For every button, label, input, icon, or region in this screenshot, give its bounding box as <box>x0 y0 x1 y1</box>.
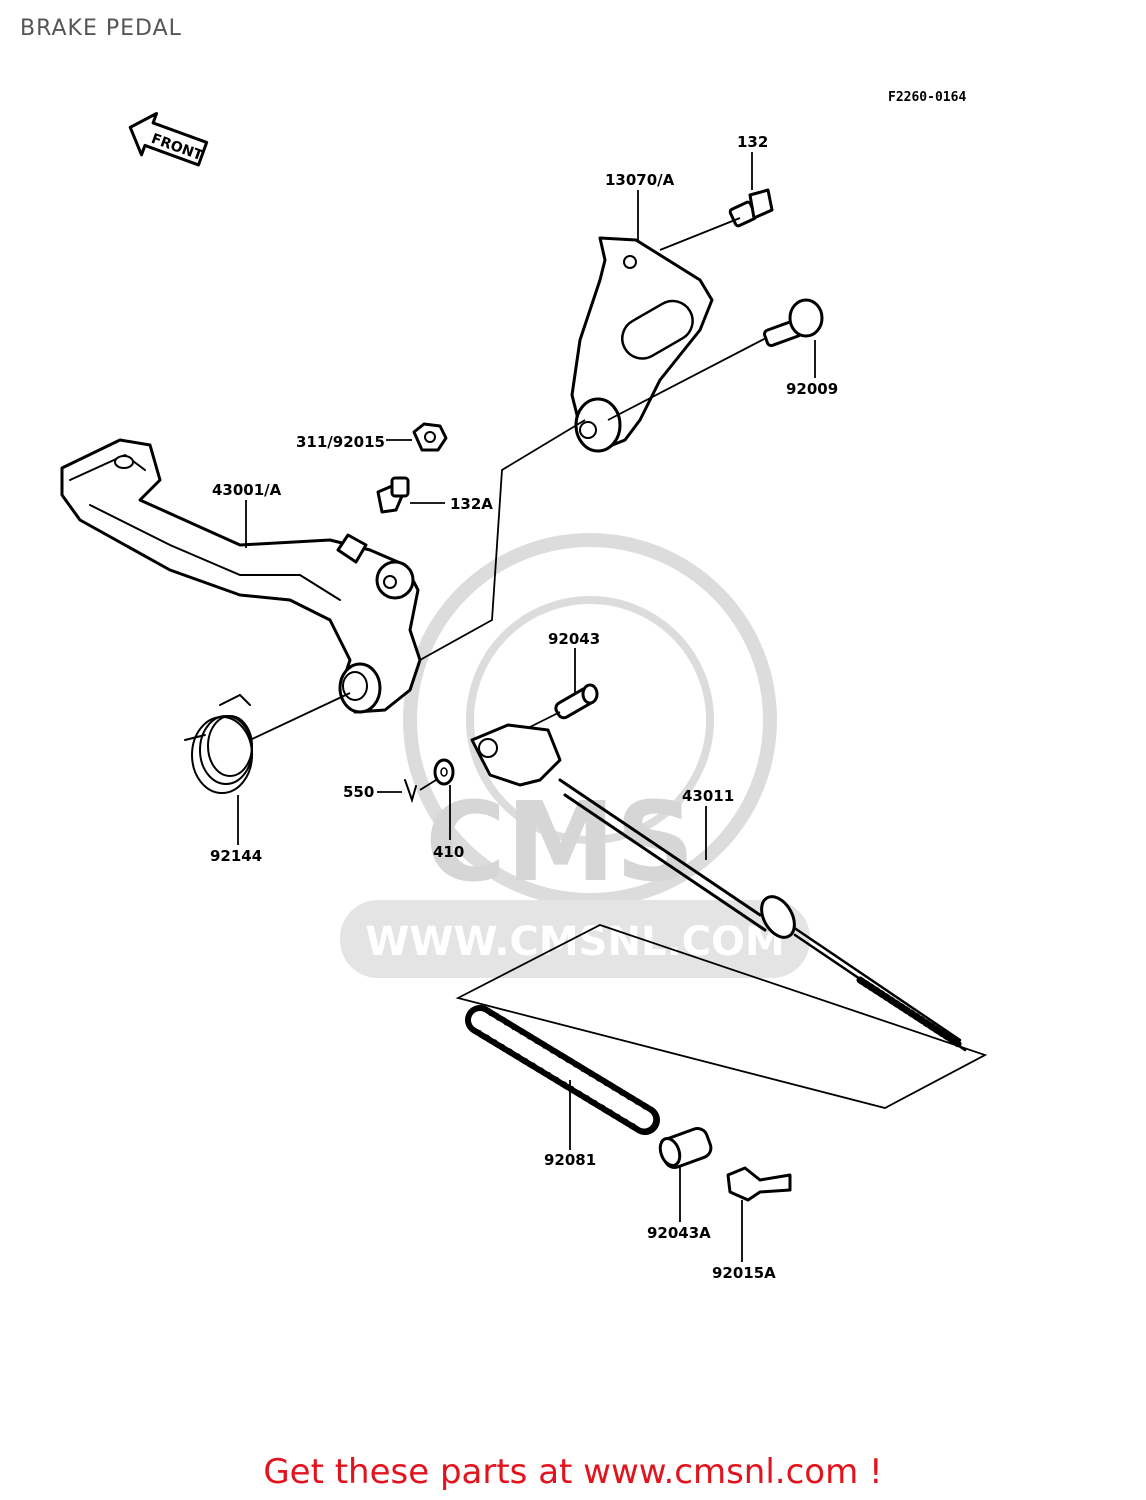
brake-rod-43011 <box>470 723 967 1052</box>
spring-92081 <box>465 1005 660 1135</box>
parts-diagram: CMS WWW.CMSNL.COM F2260-0164 FRONT <box>60 90 988 1282</box>
cotter-pin-550 <box>404 779 417 804</box>
label-311-92015: 311/92015 <box>296 433 385 451</box>
label-92081: 92081 <box>544 1151 596 1169</box>
label-132a: 132A <box>450 495 493 513</box>
reference-box <box>455 924 988 1109</box>
nut-311-92015 <box>412 422 448 452</box>
page-title: BRAKE PEDAL <box>20 16 182 41</box>
figure-code: F2260-0164 <box>888 90 966 105</box>
spring-92144 <box>184 693 253 794</box>
brake-pedal-43001a <box>60 438 422 714</box>
wing-nut-92015a <box>726 1166 792 1202</box>
bolt-92009 <box>762 298 824 348</box>
watermark-url: WWW.CMSNL.COM <box>365 919 785 965</box>
pin-92043 <box>554 683 599 720</box>
bolt-132a <box>376 476 410 514</box>
label-550: 550 <box>343 783 374 801</box>
sleeve-92043a <box>658 1127 713 1169</box>
washer-410 <box>433 758 455 786</box>
label-92015a: 92015A <box>712 1264 776 1282</box>
footer-link[interactable]: Get these parts at www.cmsnl.com ! <box>263 1452 883 1492</box>
label-43001a: 43001/A <box>212 481 282 499</box>
bracket-13070a <box>570 236 714 453</box>
label-13070a: 13070/A <box>605 171 675 189</box>
bolt-132 <box>728 188 774 228</box>
label-92043a: 92043A <box>647 1224 711 1242</box>
label-92009: 92009 <box>786 380 838 398</box>
front-arrow-icon: FRONT <box>128 112 209 167</box>
label-92144: 92144 <box>210 847 262 865</box>
label-410: 410 <box>433 843 464 861</box>
label-92043: 92043 <box>548 630 600 648</box>
leader-lines <box>237 152 816 1262</box>
label-43011: 43011 <box>682 787 734 805</box>
label-132: 132 <box>737 133 768 151</box>
